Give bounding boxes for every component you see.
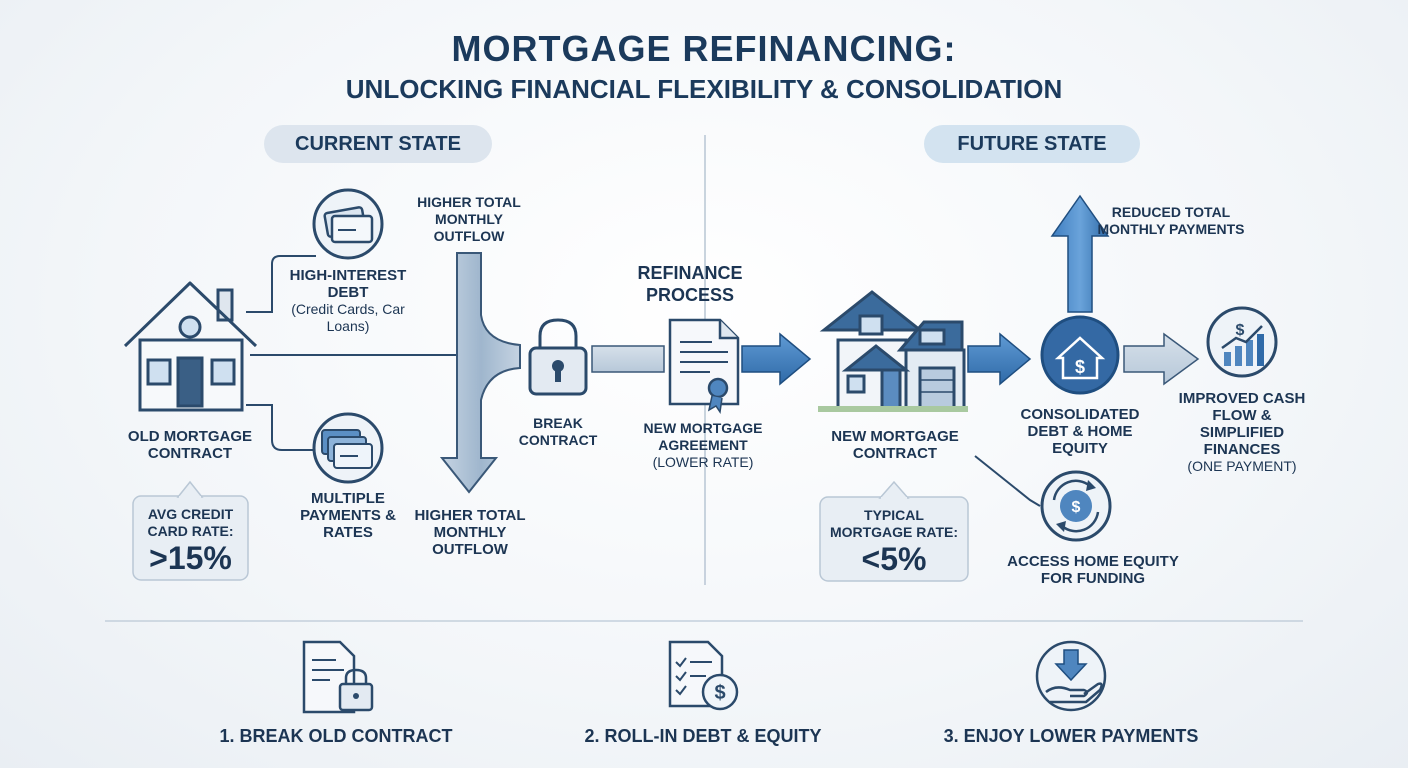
improved-cash-flow-label: IMPROVED CASH FLOW & SIMPLIFIED FINANCES… — [1170, 390, 1314, 475]
new-mortgage-agreement-detail: (LOWER RATE) — [652, 454, 754, 470]
page-title: MORTGAGE REFINANCING: — [451, 28, 957, 69]
consolidated-debt-label: CONSOLIDATED DEBT & HOME EQUITY — [1020, 406, 1140, 457]
break-contract-label: BREAK CONTRACT — [518, 415, 598, 448]
high-interest-debt-detail: (Credit Cards, Car Loans) — [291, 301, 405, 334]
reduced-payments-up-arrow — [1050, 194, 1110, 313]
refinance-process-label: REFINANCE PROCESS — [637, 263, 743, 305]
mortgage-rate-callout-value: <5% — [861, 541, 927, 577]
multiple-payments-label: MULTIPLE PAYMENTS & RATES — [300, 490, 396, 541]
credit-card-icon — [312, 188, 384, 260]
hand-down-arrow-icon — [1035, 640, 1107, 712]
home-dollar-icon: $ — [1040, 315, 1120, 395]
high-interest-debt-title: HIGH-INTEREST DEBT — [289, 267, 407, 301]
checklist-dollar-icon: $ — [668, 640, 739, 711]
improved-cash-flow-title: IMPROVED CASH FLOW & SIMPLIFIED FINANCES — [1178, 390, 1306, 458]
document-lock-icon — [302, 640, 374, 714]
new-mortgage-agreement-title: NEW MORTGAGE AGREEMENT — [643, 420, 763, 453]
chart-growth-icon: $ — [1206, 306, 1278, 378]
mortgage-rate-callout-shape — [819, 480, 969, 582]
step-2-label: 2. ROLL-IN DEBT & EQUITY — [584, 726, 822, 746]
agreement-document-icon — [668, 318, 740, 415]
doc-to-house-arrow — [741, 332, 812, 386]
new-mortgage-agreement-label: NEW MORTGAGE AGREEMENT (LOWER RATE) — [626, 420, 780, 471]
credit-rate-callout-label: AVG CREDIT CARD RATE: — [147, 506, 234, 539]
credit-rate-callout-value: >15% — [149, 540, 232, 576]
outflow-top-label: HIGHER TOTAL MONTHLY OUTFLOW — [417, 194, 521, 244]
future-state-pill: FUTURE STATE — [924, 125, 1140, 163]
old-mortgage-label: OLD MORTGAGE CONTRACT — [127, 428, 253, 462]
new-mortgage-contract-label: NEW MORTGAGE CONTRACT — [831, 428, 959, 462]
mortgage-rate-callout-label: TYPICAL MORTGAGE RATE: — [829, 507, 959, 540]
consolidated-to-improved-arrow — [1123, 332, 1200, 386]
outflow-split-arrow — [439, 252, 521, 494]
svg-text:$: $ — [714, 682, 725, 704]
current-state-pill: CURRENT STATE — [264, 125, 492, 163]
svg-text:$: $ — [1075, 357, 1085, 377]
lock-icon — [528, 318, 588, 396]
improved-cash-flow-detail: (ONE PAYMENT) — [1187, 458, 1297, 474]
svg-text:$: $ — [1072, 499, 1081, 516]
credit-rate-callout: AVG CREDIT CARD RATE: >15% — [134, 506, 247, 576]
svg-text:$: $ — [1236, 322, 1245, 339]
mortgage-rate-callout: TYPICAL MORTGAGE RATE: <5% — [824, 507, 964, 577]
step-3-label: 3. ENJOY LOWER PAYMENTS — [943, 726, 1199, 746]
high-interest-debt-label: HIGH-INTEREST DEBT (Credit Cards, Car Lo… — [282, 267, 414, 335]
access-equity-label: ACCESS HOME EQUITY FOR FUNDING — [1007, 553, 1179, 587]
house-to-consolidated-arrow — [967, 332, 1032, 386]
old-house-icon — [123, 281, 258, 412]
outflow-bottom-label: HIGHER TOTAL MONTHLY OUTFLOW — [414, 507, 526, 558]
multiple-cards-icon — [312, 412, 384, 484]
reduced-payments-label: REDUCED TOTAL MONTHLY PAYMENTS — [1097, 204, 1245, 237]
step-1-label: 1. BREAK OLD CONTRACT — [219, 726, 453, 746]
new-house-icon — [818, 290, 968, 412]
credit-rate-callout-shape — [132, 480, 249, 581]
lock-to-doc-arrow — [591, 345, 665, 373]
cycle-dollar-icon: $ — [1040, 470, 1112, 542]
page-subtitle: UNLOCKING FINANCIAL FLEXIBILITY & CONSOL… — [345, 74, 1063, 104]
